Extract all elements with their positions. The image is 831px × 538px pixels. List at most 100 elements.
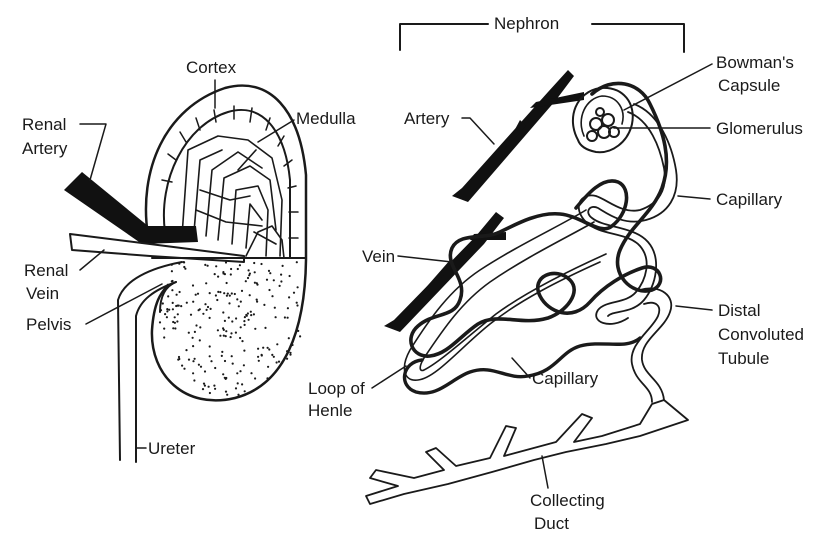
distal-tubule-inner (632, 303, 660, 402)
stipple-dot (267, 347, 269, 349)
stipple-dot (183, 266, 185, 268)
stipple-dot (199, 326, 201, 328)
stipple-dot (256, 284, 258, 286)
stipple-dot (192, 360, 194, 362)
stipple-dot (179, 291, 181, 293)
stipple-dot (159, 321, 161, 323)
stipple-dot (210, 308, 212, 310)
stipple-dot (287, 307, 289, 309)
stipple-dot (227, 293, 229, 295)
stipple-dot (228, 317, 230, 319)
stipple-dot (280, 274, 282, 276)
stipple-dot (204, 370, 206, 372)
stipple-dot (231, 355, 233, 357)
leader-loop (372, 366, 406, 388)
label-loop-line2: Henle (308, 401, 352, 420)
stipple-dot (190, 314, 192, 316)
stipple-dot (231, 292, 233, 294)
stipple-dot (254, 377, 256, 379)
stipple-dot (222, 272, 224, 274)
label-medulla: Medulla (296, 109, 356, 128)
label-collecting-line2: Duct (534, 514, 569, 533)
leader-renal-vein (80, 250, 104, 270)
nephron-bracket-right (592, 24, 684, 52)
leader-collecting (542, 456, 548, 488)
stipple-dot (162, 302, 164, 304)
stipple-dot (268, 270, 270, 272)
stipple-dot (254, 328, 256, 330)
stipple-dot (214, 388, 216, 390)
label-loop-line1: Loop of (308, 379, 365, 398)
stipple-dot (284, 316, 286, 318)
stipple-dot (288, 296, 290, 298)
stipple-dot (288, 337, 290, 339)
stipple-dot (250, 311, 252, 313)
stipple-dot (197, 293, 199, 295)
stipple-dot (296, 261, 298, 263)
stipple-dot (275, 316, 277, 318)
stipple-dot (243, 320, 245, 322)
label-artery: Artery (404, 109, 450, 128)
stipple-dot (207, 265, 209, 267)
stipple-dot (232, 363, 234, 365)
stipple-dot (253, 262, 255, 264)
stipple-dot (237, 268, 239, 270)
stipple-dot (209, 355, 211, 357)
stipple-dot (223, 292, 225, 294)
capillary-network-thick-lower (405, 338, 640, 393)
stipple-dot (278, 361, 280, 363)
stipple-dot (244, 316, 246, 318)
stipple-dot (224, 360, 226, 362)
stipple-dot (198, 364, 200, 366)
stipple-dot (166, 316, 168, 318)
stipple-dot (238, 305, 240, 307)
leader-artery (462, 118, 494, 144)
distal-tubule (640, 288, 671, 400)
stipple-dot (215, 294, 217, 296)
stipple-dot (185, 349, 187, 351)
stipple-dot (230, 273, 232, 275)
stipple-dot (296, 302, 298, 304)
label-distal-line1: Distal (718, 301, 761, 320)
stipple-dot (219, 335, 221, 337)
stipple-dot (202, 313, 204, 315)
stipple-dot (236, 298, 238, 300)
stipple-dot (276, 343, 278, 345)
label-bowmans-line2: Capsule (718, 76, 780, 95)
stipple-dot (228, 302, 230, 304)
stipple-dot (219, 291, 221, 293)
stipple-dot (297, 330, 299, 332)
stipple-dot (188, 332, 190, 334)
stipple-dot (248, 274, 250, 276)
stipple-dot (166, 308, 168, 310)
label-nephron: Nephron (494, 14, 559, 33)
leader-vein (398, 256, 452, 262)
stipple-dot (271, 354, 273, 356)
stipple-dot (225, 335, 227, 337)
stipple-dot (248, 319, 250, 321)
stipple-dot (176, 320, 178, 322)
stipple-dot (188, 359, 190, 361)
stipple-dot (178, 305, 180, 307)
stipple-dot (282, 265, 284, 267)
stipple-dot (244, 324, 246, 326)
stipple-dot (171, 289, 173, 291)
stipple-dot (171, 270, 173, 272)
stipple-dot (234, 293, 236, 295)
stipple-dot (192, 284, 194, 286)
stipple-dot (177, 313, 179, 315)
stipple-dot (241, 383, 243, 385)
leader-distal (676, 306, 712, 310)
stipple-dot (235, 332, 237, 334)
leader-renal-artery (80, 124, 106, 180)
stipple-dot (175, 305, 177, 307)
stipple-dot (241, 340, 243, 342)
stipple-dot (269, 272, 271, 274)
stipple-dot (296, 304, 298, 306)
stipple-dot (222, 327, 224, 329)
stipple-dot (217, 291, 219, 293)
stipple-dot (222, 373, 224, 375)
stipple-dot (209, 292, 211, 294)
stipple-dot (221, 351, 223, 353)
label-renal-artery-line1: Renal (22, 115, 66, 134)
